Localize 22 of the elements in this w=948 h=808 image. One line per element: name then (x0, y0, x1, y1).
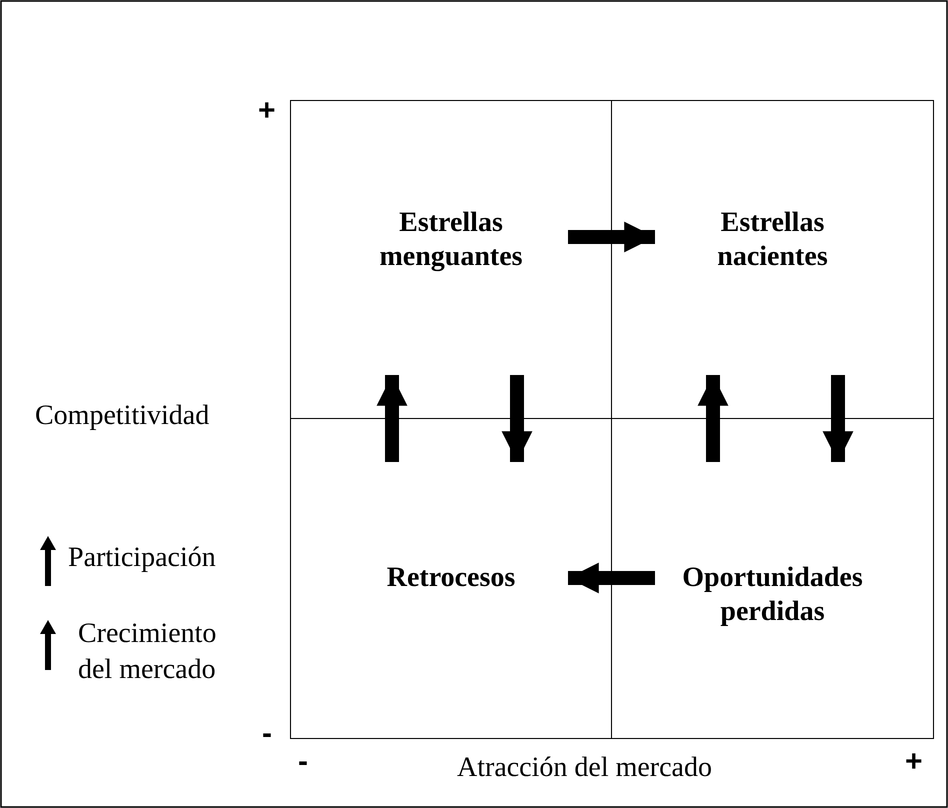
quadrant-label: Estrellas menguantes (378, 206, 524, 274)
axis-end-sign: - (262, 718, 272, 750)
block-arrow (502, 375, 532, 462)
quadrant-label: Oportunidades perdidas (681, 561, 864, 629)
quadrant-label: Estrellas nacientes (716, 206, 829, 274)
axis-title: Competitividad (35, 400, 210, 432)
legend-label: Crecimiento del mercado (78, 617, 218, 687)
axis-end-sign: + (258, 95, 276, 127)
axis-title: Atracción del mercado (457, 752, 712, 784)
quadrant-cell (611, 100, 934, 419)
quadrant-cell (611, 418, 934, 739)
legend-label: Participación (68, 541, 217, 575)
quadrant-label: Retrocesos (386, 561, 516, 595)
quadrant-cell (290, 418, 612, 739)
quadrant-cell (290, 100, 612, 419)
block-arrow (698, 375, 728, 462)
axis-end-sign: + (905, 746, 923, 778)
axis-end-sign: - (298, 746, 308, 778)
block-arrow (376, 375, 408, 462)
block-arrow (568, 562, 655, 594)
block-arrow (568, 222, 655, 252)
block-arrow (822, 375, 854, 462)
